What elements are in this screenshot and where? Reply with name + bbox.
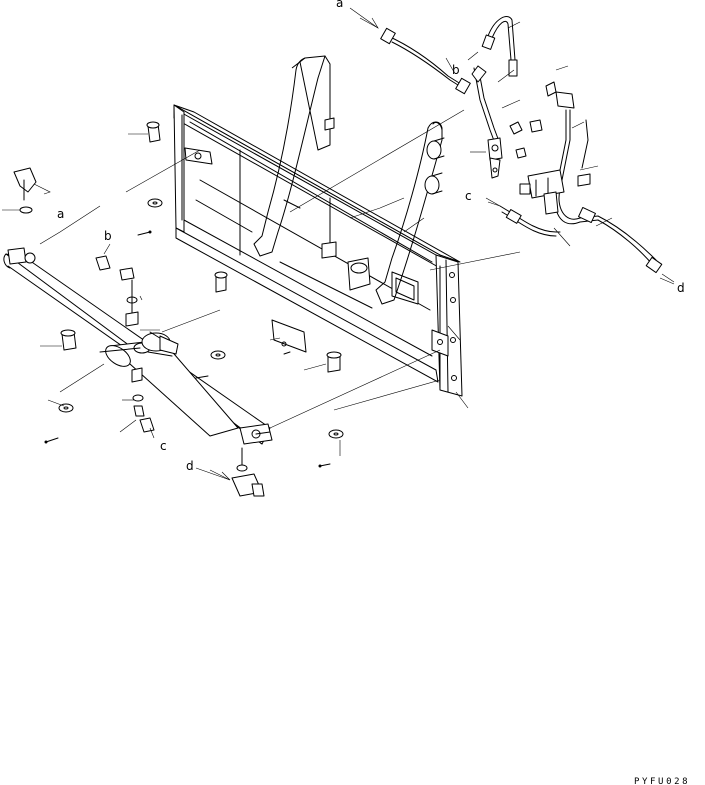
fitting-b [95,255,139,327]
label-b-left: b [104,229,112,243]
hydraulic-hose-right [519,109,675,283]
pipe-clamp-assembly [487,81,575,179]
washer-2 [210,350,226,360]
label-b-top: b [452,63,460,77]
carriage-frame [173,104,463,397]
fitting-c-lower [131,367,155,433]
hose-fitting-c [499,205,561,237]
label-a-top: a [336,0,343,10]
label-d-lower: d [186,459,194,473]
backrest-arm-right [375,121,445,305]
fitting-a-left [13,167,37,201]
label-c-lower: c [160,439,167,453]
center-bracket [279,199,373,309]
label-d-right: d [677,281,685,295]
hydraulic-hose-upper [380,16,518,147]
small-screws [44,230,331,468]
label-a-left: a [57,207,64,221]
bolt-pin-4 [326,351,342,373]
leader-lines [2,7,675,481]
cover-plate [271,319,307,353]
washer-5 [19,206,33,214]
backrest-arm-left [253,55,335,257]
bolt-pin-1 [146,121,161,143]
label-c-right: c [465,189,472,203]
bolt-pin-3 [60,329,77,351]
side-shift-cylinder [3,247,273,445]
washer-1 [147,198,163,208]
washer-3 [58,403,74,413]
fitting-d-lower [231,447,265,497]
bolt-pin-2 [214,271,228,293]
washer-4 [328,429,344,439]
drawing-code: PYFU028 [634,777,690,785]
